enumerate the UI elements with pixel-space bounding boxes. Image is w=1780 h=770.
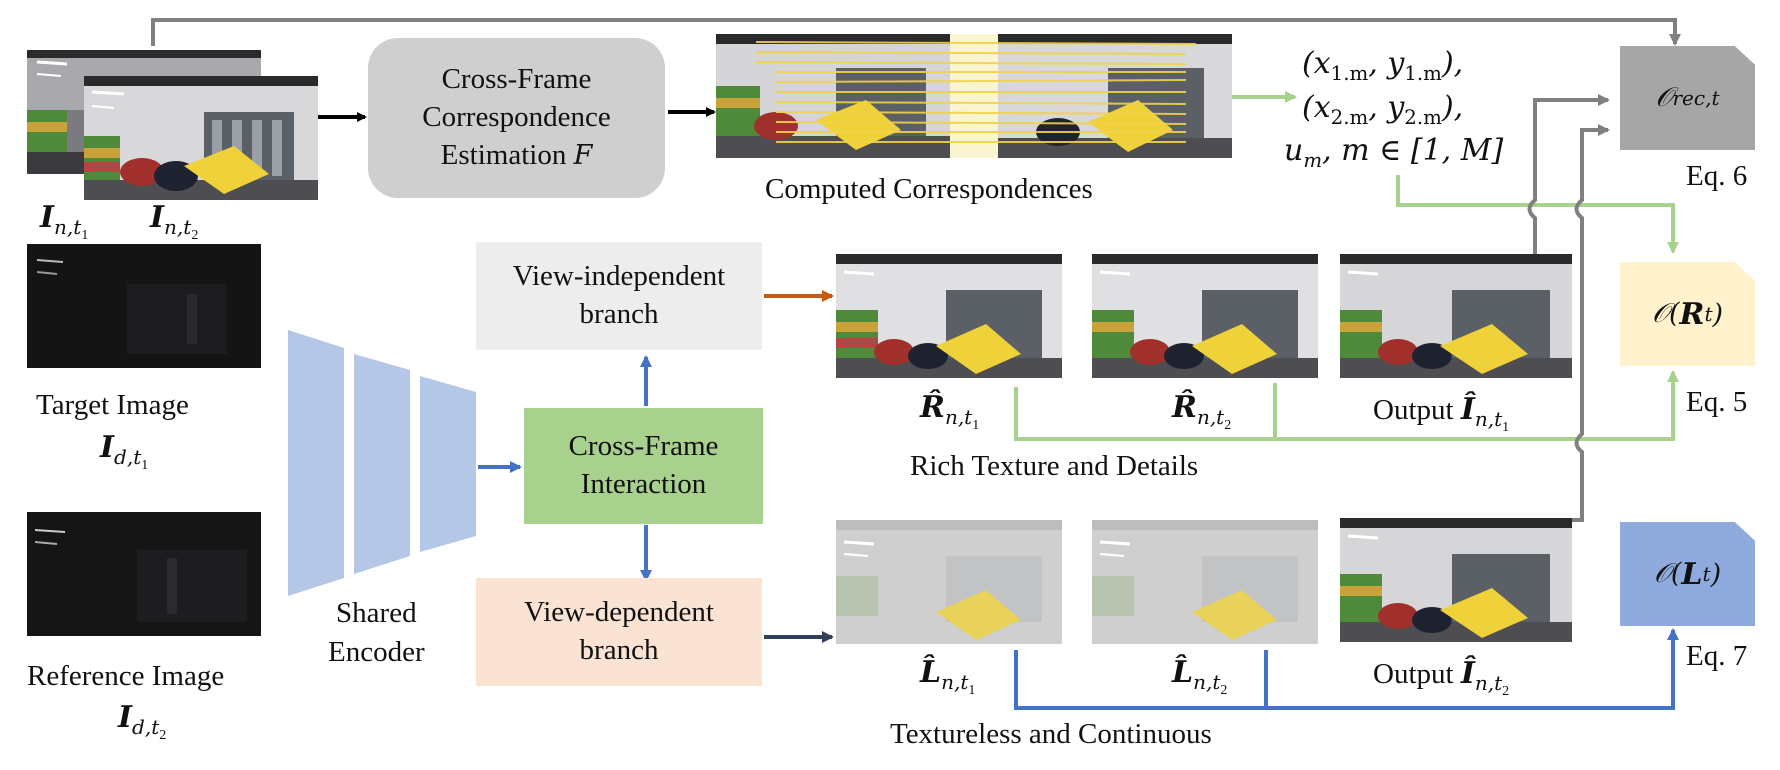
encoder-label: Shared Encoder [328,597,425,669]
view-dependent-branch-box: View-dependent branch [476,578,762,686]
coords-line1: (x1.m, y1.m), [1302,46,1464,85]
eq7-label: Eq. 7 [1686,640,1748,672]
illumination-t2-label: L̂n,t2 [1172,655,1228,698]
target-image-title: Target Image [36,389,189,421]
frame-t2-image [84,76,318,200]
correspondence-gap [950,34,998,158]
green-coords-to-or-arrow [1396,175,1679,254]
reflectance-t1-image [836,254,1062,378]
estimator-line2: Correspondence [422,101,611,134]
encoder-layer-1 [288,330,344,596]
output-t2-label: Output În,t2 [1373,656,1510,699]
reflectance-t1-label: R̂n,t1 [920,390,980,433]
eq6-label: Eq. 6 [1686,160,1748,192]
view-independent-branch-box: View-independent branch [476,242,762,350]
green-r-to-or-arrow [1014,370,1679,441]
reference-image-math: Id,t2 [118,700,167,743]
cross-frame-interaction-box: Cross-Frame Interaction [524,408,763,524]
computed-correspondences-label: Computed Correspondences [765,173,1093,205]
reference-image [27,512,261,636]
frame-t1-label: In,t1 [40,200,89,243]
output-t2-image [1340,518,1572,642]
estimator-line3: Estimation F [440,138,593,171]
gray-output1-to-orec-arrow [1527,94,1610,254]
illumination-t2-image [1092,520,1318,644]
correspondence-estimator-box: Cross-Frame Correspondence Estimation F [368,38,665,198]
output-t1-label: Output În,t1 [1373,392,1510,435]
reflectance-t2-label: R̂n,t2 [1172,390,1232,433]
illumination-t1-image [836,520,1062,644]
gray-output2-to-orec-arrow [1572,124,1610,522]
textureless-label: Textureless and Continuous [890,718,1212,750]
target-image [27,244,261,368]
eq5-label: Eq. 5 [1686,386,1748,418]
output-t1-image [1340,254,1572,378]
frame-t2-label: In,t2 [150,200,199,243]
match-lines [755,41,1197,143]
illumination-t1-label: L̂n,t1 [920,655,976,698]
blue-l-to-ol-arrow [1014,628,1679,710]
gray-skip-arrow [151,18,1681,46]
reflectance-t2-image [1092,254,1318,378]
correspondence-coords: (x1.m, y1.m), (x2.m, y2.m), um, m ∈ [1, … [1284,44,1503,175]
rich-texture-label: Rich Texture and Details [910,450,1199,482]
target-image-math: Id,t1 [100,430,149,473]
coords-line2: (x2.m, y2.m), [1302,89,1464,129]
shared-encoder [288,330,476,596]
encoder-layer-3 [420,376,476,552]
estimator-line1: Cross-Frame [441,63,592,96]
coords-line3: um, m ∈ [1, M] [1284,133,1504,173]
encoder-layer-2 [354,354,410,574]
reference-image-title: Reference Image [27,660,225,692]
